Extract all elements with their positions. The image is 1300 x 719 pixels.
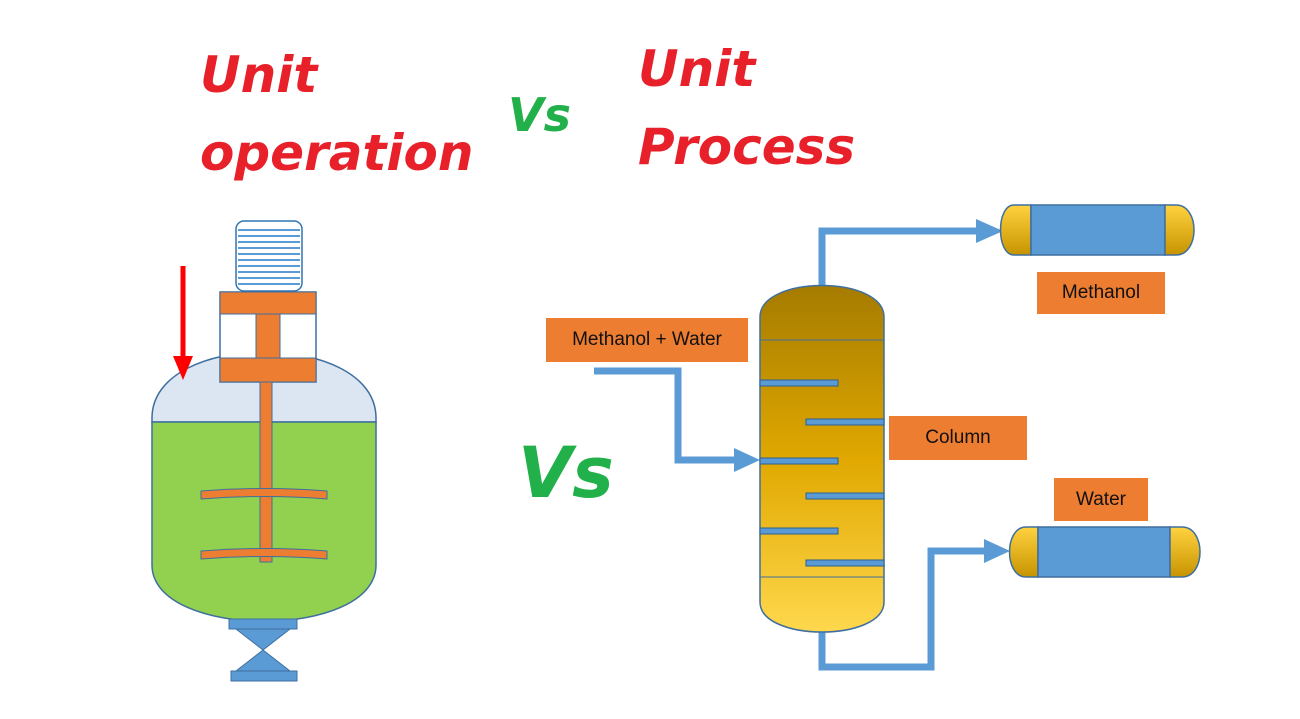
title-unit-operation-line1: Unit	[200, 46, 318, 104]
title-unit-operation-line2: operation	[200, 124, 474, 182]
reactor-feed-arrow	[173, 266, 193, 380]
title-unit-process-line2: Process	[638, 118, 856, 176]
agitator-shaft	[200, 381, 328, 563]
feed-pipe	[594, 367, 736, 464]
vs-label-middle: Vs	[518, 432, 614, 514]
feed-pipe-arrowhead	[734, 448, 760, 472]
column-trays	[759, 379, 885, 567]
agitator-coupling	[219, 291, 317, 383]
title-unit-process-line1: Unit	[638, 40, 756, 98]
water-label: Water	[1054, 478, 1148, 521]
reactor-outlet-valve	[228, 618, 298, 682]
column-label: Column	[889, 416, 1027, 460]
agitator-motor	[235, 220, 303, 292]
overhead-pipe	[818, 227, 978, 290]
bottoms-pipe	[818, 547, 986, 671]
feed-label: Methanol + Water	[546, 318, 748, 362]
vs-label-top: Vs	[508, 88, 571, 142]
overhead-pipe-arrowhead	[976, 219, 1003, 243]
methanol-tank	[999, 204, 1195, 256]
water-tank	[1008, 526, 1201, 578]
methanol-label: Methanol	[1037, 272, 1165, 314]
bottoms-pipe-arrowhead	[984, 539, 1010, 563]
